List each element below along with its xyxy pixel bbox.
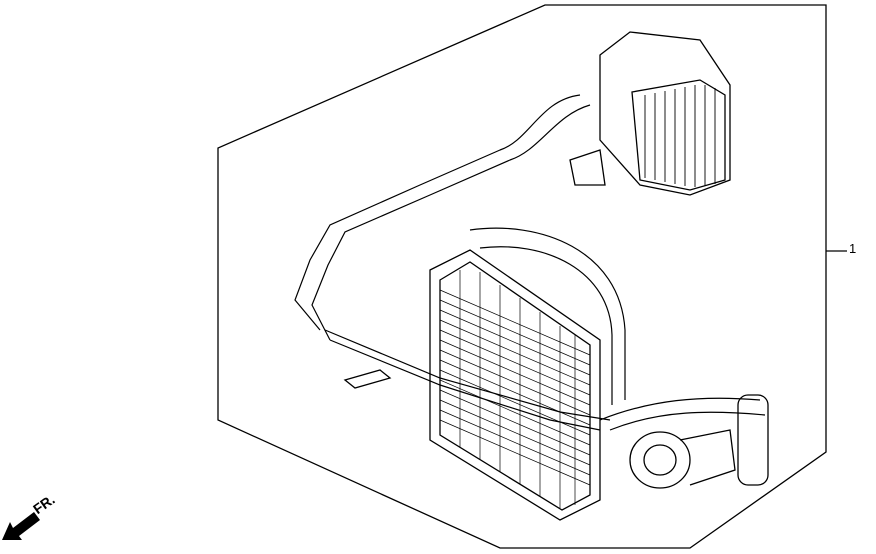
receiver-drier xyxy=(737,394,769,486)
front-arrow-icon xyxy=(2,512,40,540)
condenser xyxy=(429,249,601,521)
mounting-bracket xyxy=(343,369,392,389)
evaporator-unit xyxy=(569,31,731,196)
kit-boundary xyxy=(217,4,827,549)
compressor xyxy=(629,429,736,489)
hoses xyxy=(294,94,766,431)
part-number-label: 1 xyxy=(849,241,857,256)
